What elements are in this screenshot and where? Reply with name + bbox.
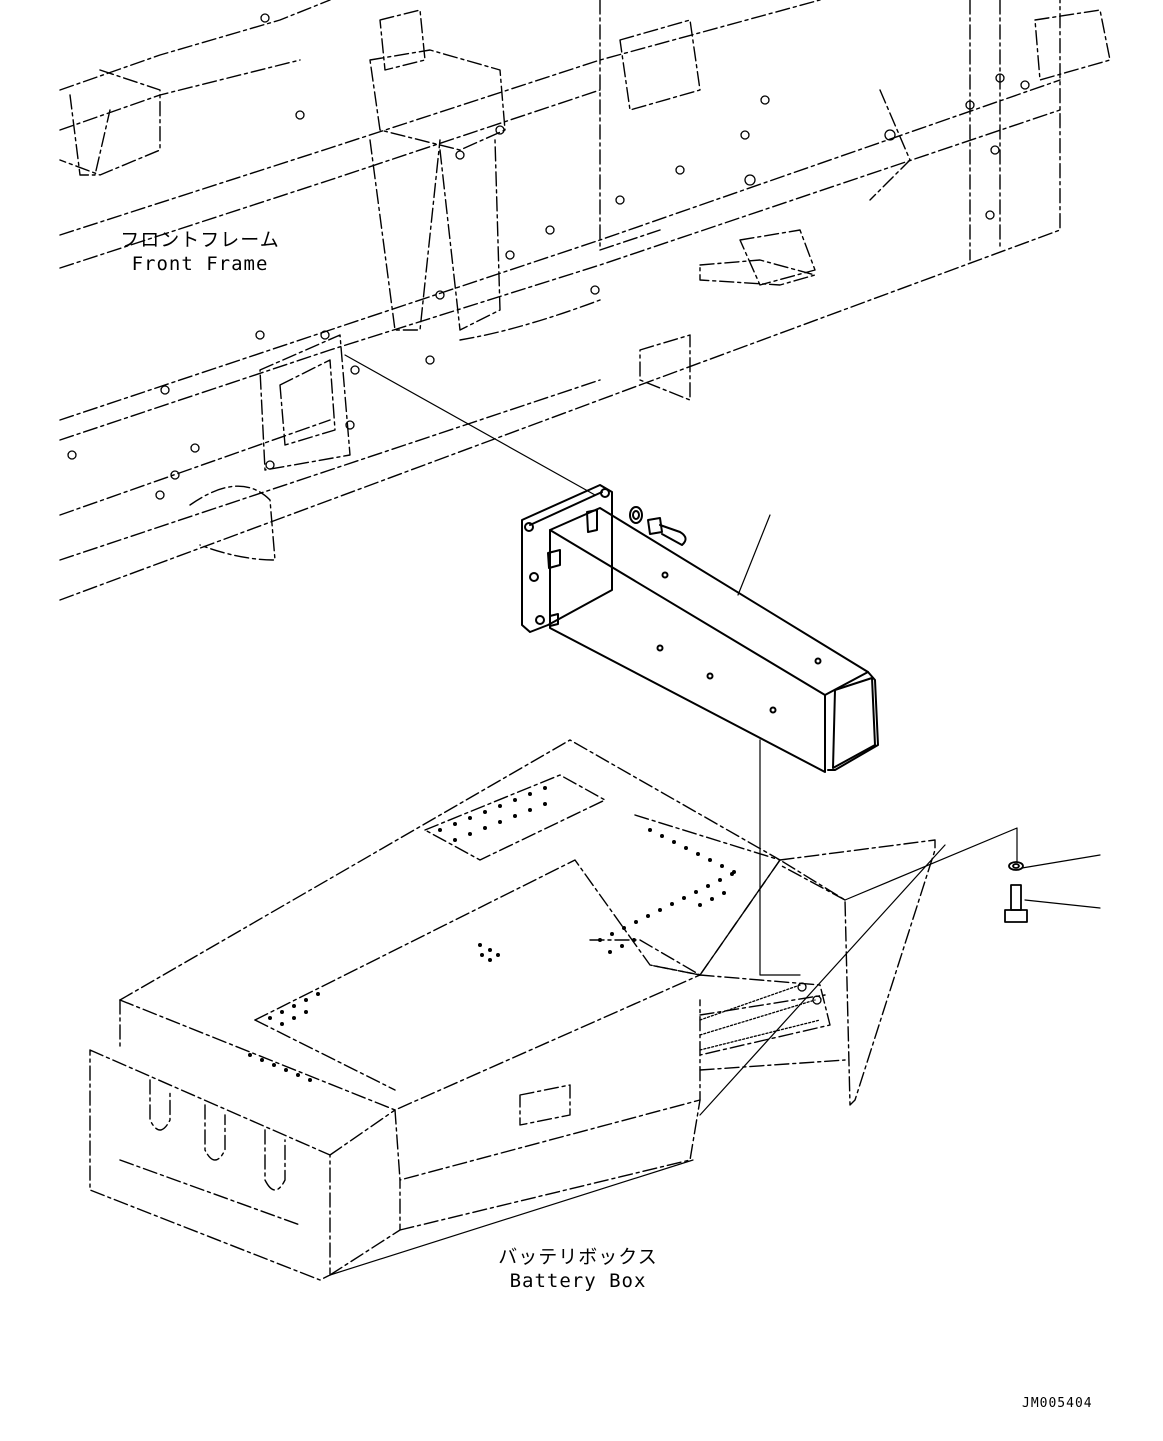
- battery-box-perforations: [248, 786, 736, 1082]
- drawing-code: JM005404: [1022, 1396, 1093, 1411]
- side-bracket: [700, 840, 935, 1105]
- mounting-straps: [700, 983, 821, 1050]
- leader-lines: [330, 355, 1100, 1275]
- support-tube: [522, 485, 878, 772]
- battery-box-label: バッテリボックス Battery Box: [478, 1245, 678, 1293]
- washer-and-bolt: [1005, 862, 1027, 922]
- front-frame-label-ja: フロントフレーム: [120, 229, 280, 251]
- front-frame-bolts: [68, 14, 1029, 499]
- front-frame-label-en: Front Frame: [131, 253, 269, 275]
- battery-box: [90, 740, 780, 1280]
- front-frame-label: フロントフレーム Front Frame: [100, 228, 300, 276]
- battery-box-label-en: Battery Box: [509, 1270, 647, 1292]
- front-frame: [60, 0, 1110, 600]
- battery-box-label-ja: バッテリボックス: [498, 1246, 658, 1268]
